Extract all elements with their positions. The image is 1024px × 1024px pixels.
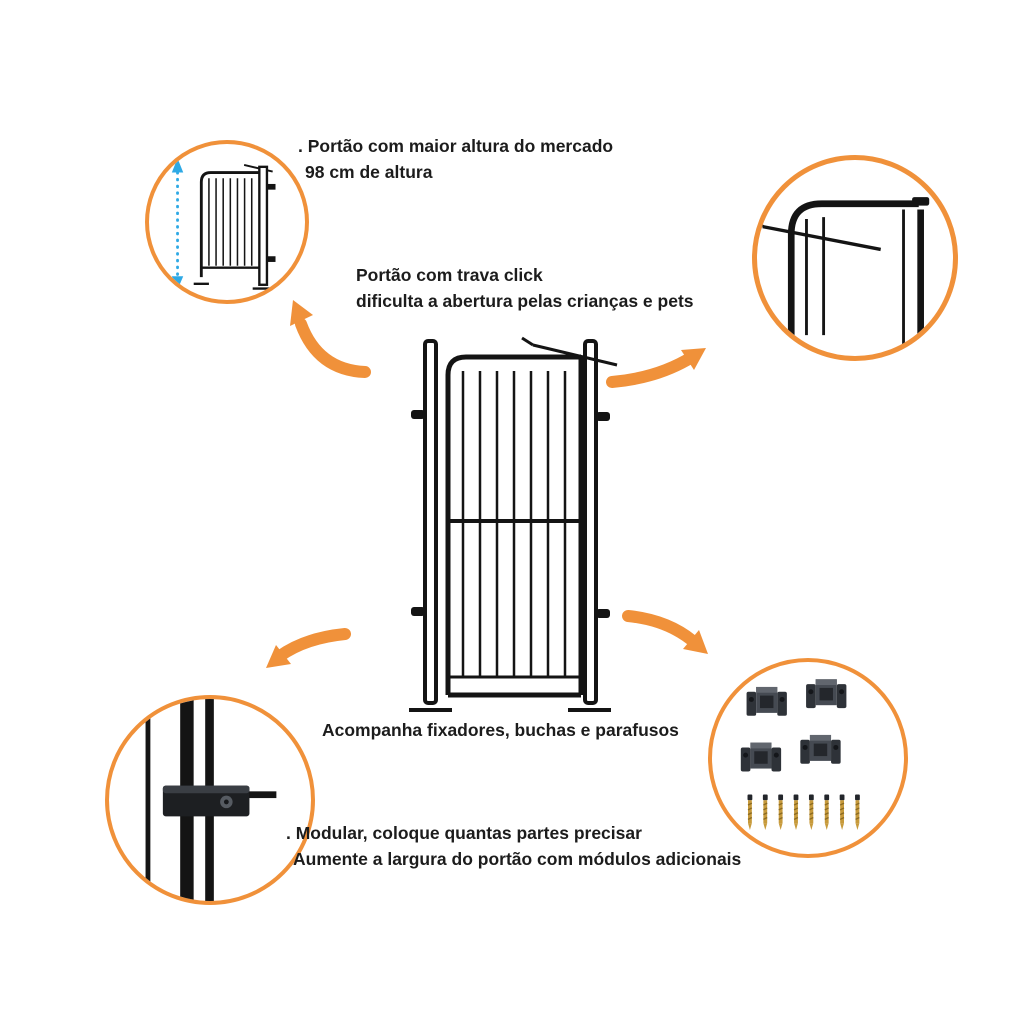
arrow-to-height-detail — [290, 300, 371, 378]
arrow-to-latch-detail — [606, 348, 706, 388]
latch-caption-line1: Portão com trava click — [356, 265, 543, 285]
gate-front-view-drawing — [409, 336, 618, 712]
joined-frames-drawing — [145, 699, 277, 901]
latch-caption: Portão com trava click dificulta a abert… — [356, 262, 694, 315]
height-caption-line2: 98 cm de altura — [305, 162, 433, 183]
modular-caption-line2: Aumente a largura do portão com módulos … — [293, 849, 742, 870]
arrow-to-modular-detail — [266, 628, 351, 668]
modular-caption-line1: . Modular, coloque quantas partes precis… — [286, 823, 642, 843]
main-gate-illustration — [409, 336, 618, 712]
latch-caption-line2: dificulta a abertura pelas crianças e pe… — [356, 291, 694, 312]
fixings-caption-line1: Acompanha fixadores, buchas e parafusos — [322, 720, 679, 740]
height-detail-circle — [145, 140, 309, 304]
modular-detail-illustration — [145, 699, 277, 901]
height-caption: . Portão com maior altura do mercado 98 … — [298, 133, 613, 186]
fixings-caption: Acompanha fixadores, buchas e parafusos — [322, 717, 679, 743]
modular-detail-circle — [105, 695, 315, 905]
latch-detail-circle — [752, 155, 958, 361]
mini-gate-drawing — [193, 164, 276, 290]
height-caption-line1: . Portão com maior altura do mercado — [298, 136, 614, 156]
screws-row — [746, 793, 861, 831]
gate-corner-drawing — [757, 197, 930, 353]
height-detail-illustration — [171, 158, 276, 290]
modular-caption: . Modular, coloque quantas partes precis… — [286, 820, 741, 873]
wall-brackets-set — [740, 679, 847, 772]
dotted-height-arrow — [171, 158, 184, 290]
arrow-to-fixings-detail — [622, 610, 708, 654]
fixings-detail-circle — [708, 658, 908, 858]
latch-detail-illustration — [757, 197, 930, 353]
